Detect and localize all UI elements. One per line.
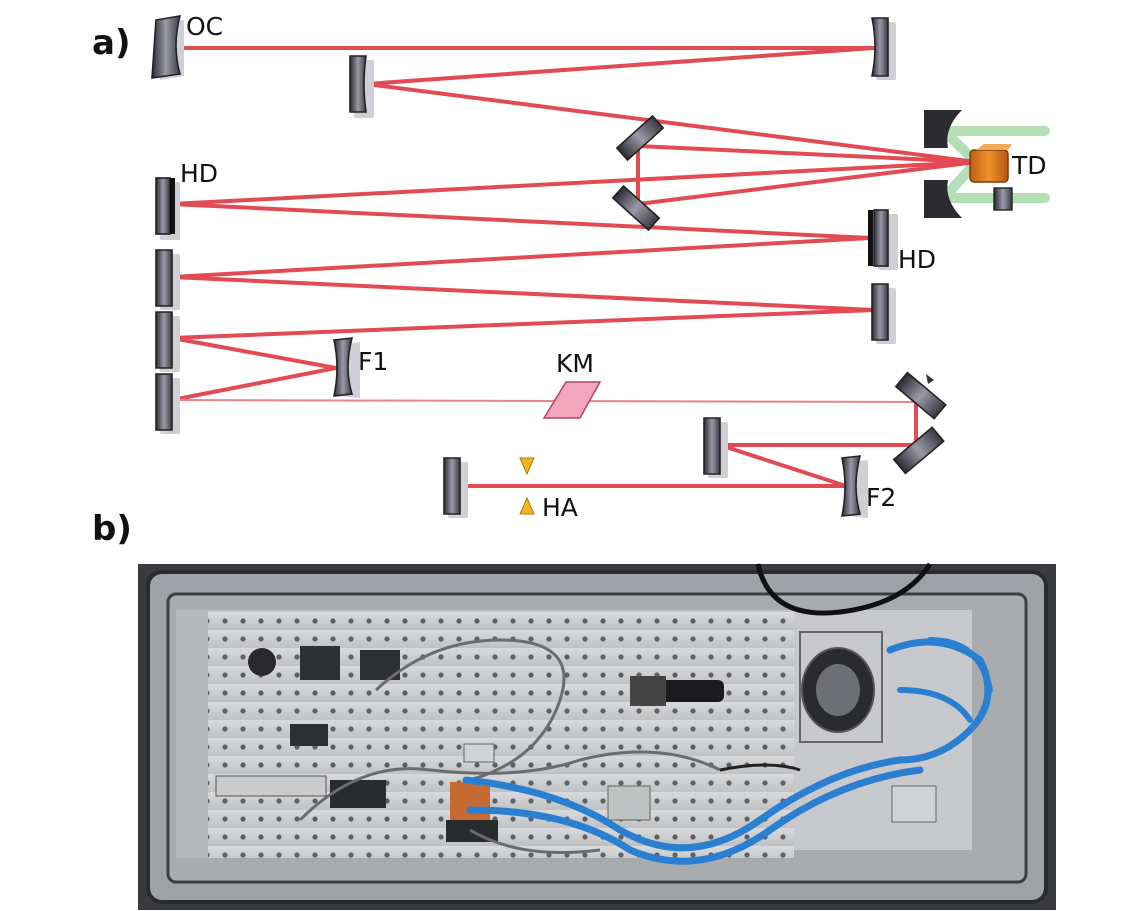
fold-mirror-upper	[615, 114, 665, 162]
hard-aperture	[519, 457, 535, 515]
pump-mirror-lower	[924, 180, 962, 218]
mirror-m3	[155, 249, 180, 310]
setup-photograph	[138, 562, 1056, 910]
label-hd-left: HD	[180, 159, 218, 188]
fold-mirror-right-upper	[894, 371, 947, 420]
label-hd-right: HD	[898, 245, 936, 274]
fold-mirror-right-lower	[892, 426, 945, 475]
label-ha: HA	[542, 493, 578, 522]
beam-m2-to-crystal	[364, 82, 978, 164]
beam-m5-to-f1	[170, 336, 338, 370]
label-f2: F2	[866, 483, 896, 512]
beam-hd-right-to-m3	[170, 236, 872, 279]
end-mirror	[443, 457, 468, 518]
beam-m7-to-f2	[718, 443, 848, 488]
panel-b-label: b)	[92, 509, 132, 549]
beam-crystal-to-fold-upper	[636, 144, 978, 164]
beam-crystal-to-hd-left	[170, 160, 978, 206]
kerr-medium-plate	[542, 381, 602, 419]
mirror-m5	[155, 311, 180, 372]
mirror-m4	[871, 283, 896, 344]
output-coupler-mirror	[151, 15, 184, 80]
crystal-mount-block	[993, 187, 1013, 211]
beam-f1-to-m6	[170, 366, 338, 402]
beam-m6-to-km-to-fold	[171, 399, 917, 403]
mirror-m1	[871, 17, 896, 80]
label-oc: OC	[186, 12, 223, 41]
focusing-mirror-f1	[332, 337, 360, 398]
ti-sapphire-crystal	[969, 144, 1012, 183]
hd-mirror-left	[155, 177, 180, 240]
label-td: TD	[1011, 151, 1047, 180]
fold-mirror-lower	[611, 184, 661, 232]
label-f1: F1	[358, 347, 388, 376]
pump-mirror-upper	[924, 110, 962, 148]
mirror-m7	[703, 417, 728, 478]
beam-paths	[170, 46, 1050, 488]
label-km: KM	[556, 349, 594, 378]
panel-a-label: a)	[92, 23, 130, 63]
beam-m4-to-m5	[170, 308, 876, 340]
beam-m3-to-m4	[170, 275, 876, 312]
beam-m1-to-m2	[364, 46, 876, 86]
beam-hd-left-to-hd-right	[170, 202, 872, 240]
mirror-m6	[155, 373, 180, 434]
beam-fold-lower-to-crystal	[636, 160, 978, 206]
mirror-m2	[349, 55, 374, 118]
hd-mirror-right	[868, 209, 898, 270]
focusing-mirror-f2	[841, 455, 868, 518]
